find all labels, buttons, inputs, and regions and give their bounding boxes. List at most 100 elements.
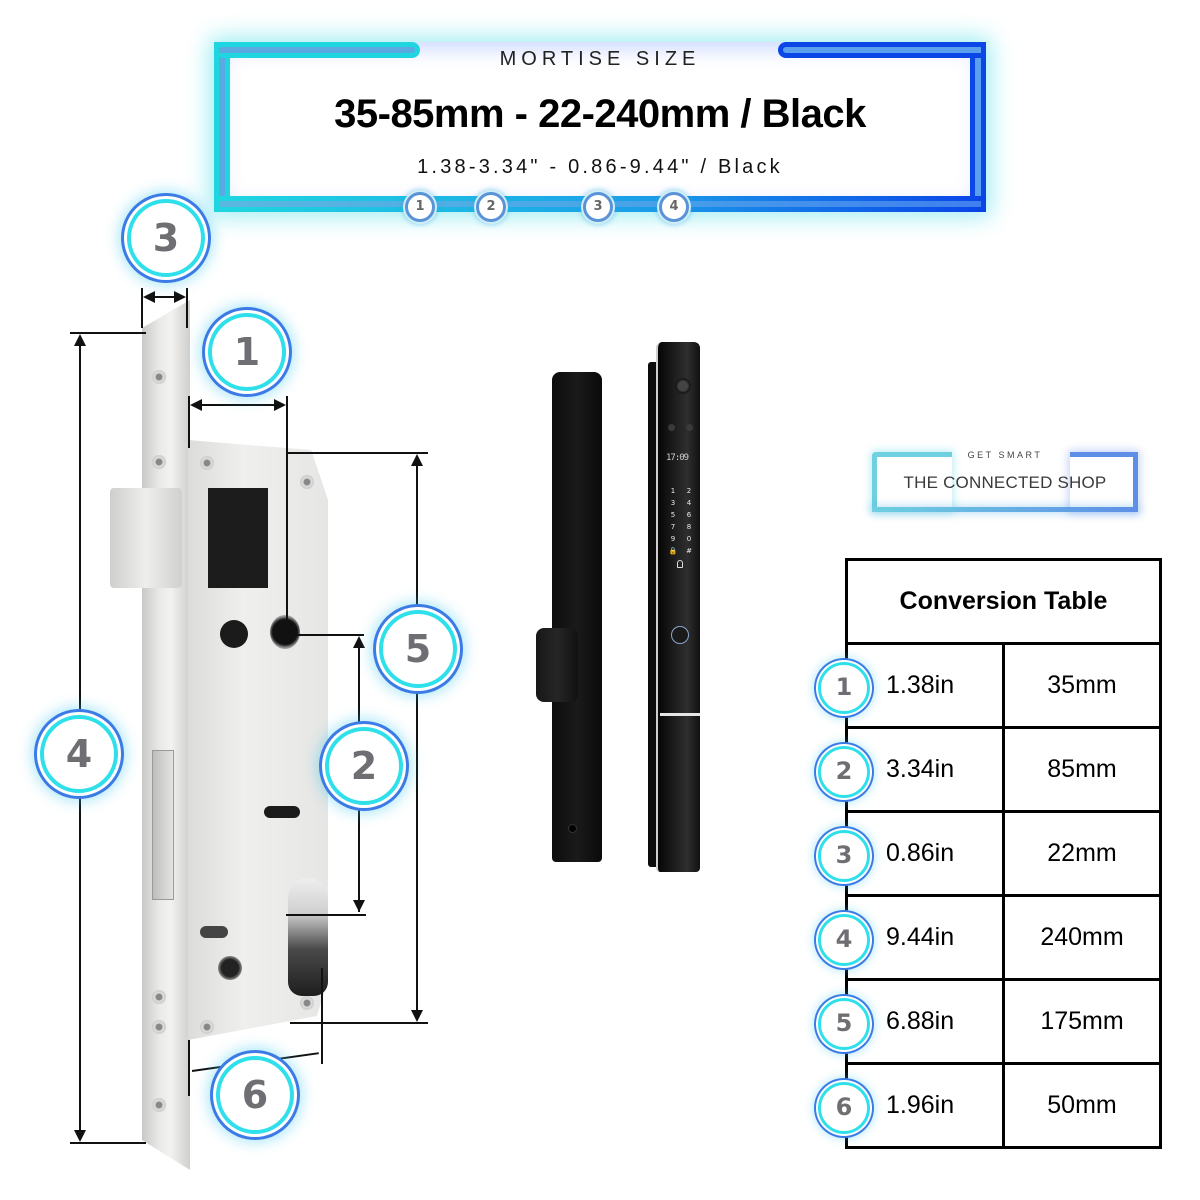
keypad-key: 6 [686, 511, 692, 519]
dim2-arrow-up-icon [353, 636, 365, 648]
mm-cell: 240mm [1003, 894, 1161, 980]
keypad-key: 3 [670, 499, 676, 507]
dim5-arrow-down-icon [411, 1010, 423, 1022]
dim4-ext-bottom [70, 1142, 146, 1144]
dim1-arrow-right-icon [274, 399, 286, 411]
mm-cell: 35mm [1003, 642, 1161, 728]
slot-hole [264, 806, 300, 818]
dim3-ext-right [186, 288, 188, 328]
step-badge-1: 1 [405, 192, 435, 222]
table-row: 1.38in 35mm [846, 642, 1161, 728]
lock-faceplate [142, 300, 190, 1170]
lock-icon: 🔒 [668, 547, 678, 555]
table-row: 6.88in 175mm [846, 978, 1161, 1064]
dim1-arrow-left-icon [190, 399, 202, 411]
dim1-ext-left [188, 396, 190, 448]
lock-latch-bolt [110, 488, 182, 588]
frame-top-right-edge [778, 42, 986, 58]
lock-front-panel [656, 342, 700, 872]
lock-keypad: 1 2 3 4 5 6 7 8 9 0 🔒 # [668, 487, 694, 556]
lock-handle-split [660, 713, 700, 716]
table-row: 1.96in 50mm [846, 1062, 1161, 1148]
frame-top-left-edge [214, 42, 420, 58]
keypad-key: 5 [670, 511, 676, 519]
dimension-badge-6: 6 [216, 1056, 294, 1134]
brand-frame-bottom [872, 507, 1138, 512]
dim4-arrow-down-icon [74, 1130, 86, 1142]
inches-cell: 1.96in [846, 1062, 1005, 1148]
slot-hole-2 [200, 926, 228, 938]
doorbell-icon [677, 560, 683, 568]
sensor-icon [686, 424, 693, 431]
faceplate-slot [152, 750, 174, 900]
mm-cell: 175mm [1003, 978, 1161, 1064]
table-badge-6: 6 [818, 1082, 870, 1134]
table-badge-2: 2 [818, 746, 870, 798]
dim6-ext-left [188, 1040, 190, 1096]
dim3-arrow-left-icon [143, 291, 155, 303]
inches-cell: 0.86in [846, 810, 1005, 896]
dimension-badge-5: 5 [379, 610, 457, 688]
dim5-ext-top [288, 452, 428, 454]
dimension-badge-4: 4 [40, 715, 118, 793]
brand-name: THE CONNECTED SHOP [903, 473, 1107, 492]
table-row: 0.86in 22mm [846, 810, 1161, 896]
keypad-key: 8 [686, 523, 692, 531]
table-badge-1: 1 [818, 662, 870, 714]
round-hole [218, 956, 242, 980]
dim3-ext-left [141, 288, 143, 328]
inches-cell: 3.34in [846, 726, 1005, 812]
header-imperial-sizes: 1.38-3.34" - 0.86-9.44" / Black [417, 156, 783, 178]
dim1-line [192, 404, 284, 406]
dimension-badge-2: 2 [325, 727, 403, 805]
table-row: 3.34in 85mm [846, 726, 1161, 812]
lock-case-window [208, 488, 268, 588]
keypad-key: 1 [670, 487, 676, 495]
mm-cell: 50mm [1003, 1062, 1161, 1148]
dim2-ext-top [296, 634, 364, 636]
table-row: 9.44in 240mm [846, 894, 1161, 980]
camera-icon [675, 378, 691, 394]
dim3-line [146, 296, 182, 298]
dim6-ext-right [321, 968, 323, 1064]
mm-cell: 85mm [1003, 726, 1161, 812]
inches-cell: 9.44in [846, 894, 1005, 980]
dim1-ext-right [286, 396, 288, 632]
fingerprint-sensor-icon [671, 626, 689, 644]
lock-thumb-turn [536, 628, 578, 702]
screw [152, 370, 166, 384]
dim5-ext-bottom [290, 1022, 428, 1024]
keypad-key: 0 [686, 535, 692, 543]
inches-cell: 6.88in [846, 978, 1005, 1064]
keypad-key: # [686, 547, 692, 555]
dimension-badge-3: 3 [127, 199, 205, 277]
screw [152, 990, 166, 1004]
mm-cell: 22mm [1003, 810, 1161, 896]
sensor-icon [668, 424, 675, 431]
screw [152, 455, 166, 469]
screw [152, 1020, 166, 1034]
dimension-badge-1: 1 [208, 313, 286, 391]
dim5-line [416, 456, 418, 1020]
table-badge-3: 3 [818, 830, 870, 882]
dim2-ext-bottom [286, 914, 366, 916]
dim4-ext-top [70, 332, 146, 334]
screw [152, 1098, 166, 1112]
step-badge-2: 2 [476, 192, 506, 222]
table-badge-4: 4 [818, 914, 870, 966]
keypad-key: 2 [686, 487, 692, 495]
conversion-table: Conversion Table 1.38in 35mm 3.34in 85mm… [845, 558, 1162, 1149]
inches-cell: 1.38in [846, 642, 1005, 728]
screw [200, 1020, 214, 1034]
keypad-key: 7 [670, 523, 676, 531]
keypad-key: 4 [686, 499, 692, 507]
lock-display: 17:09 [666, 453, 689, 463]
conversion-table-title: Conversion Table [846, 559, 1161, 645]
spindle-hole [220, 620, 248, 648]
brand-frame-right [1070, 452, 1138, 512]
dim4-arrow-up-icon [74, 334, 86, 346]
dim3-arrow-right-icon [174, 291, 186, 303]
lock-back-panel [552, 372, 602, 862]
keypad-key: 9 [670, 535, 676, 543]
header-subtitle: MORTISE SIZE [499, 48, 701, 70]
